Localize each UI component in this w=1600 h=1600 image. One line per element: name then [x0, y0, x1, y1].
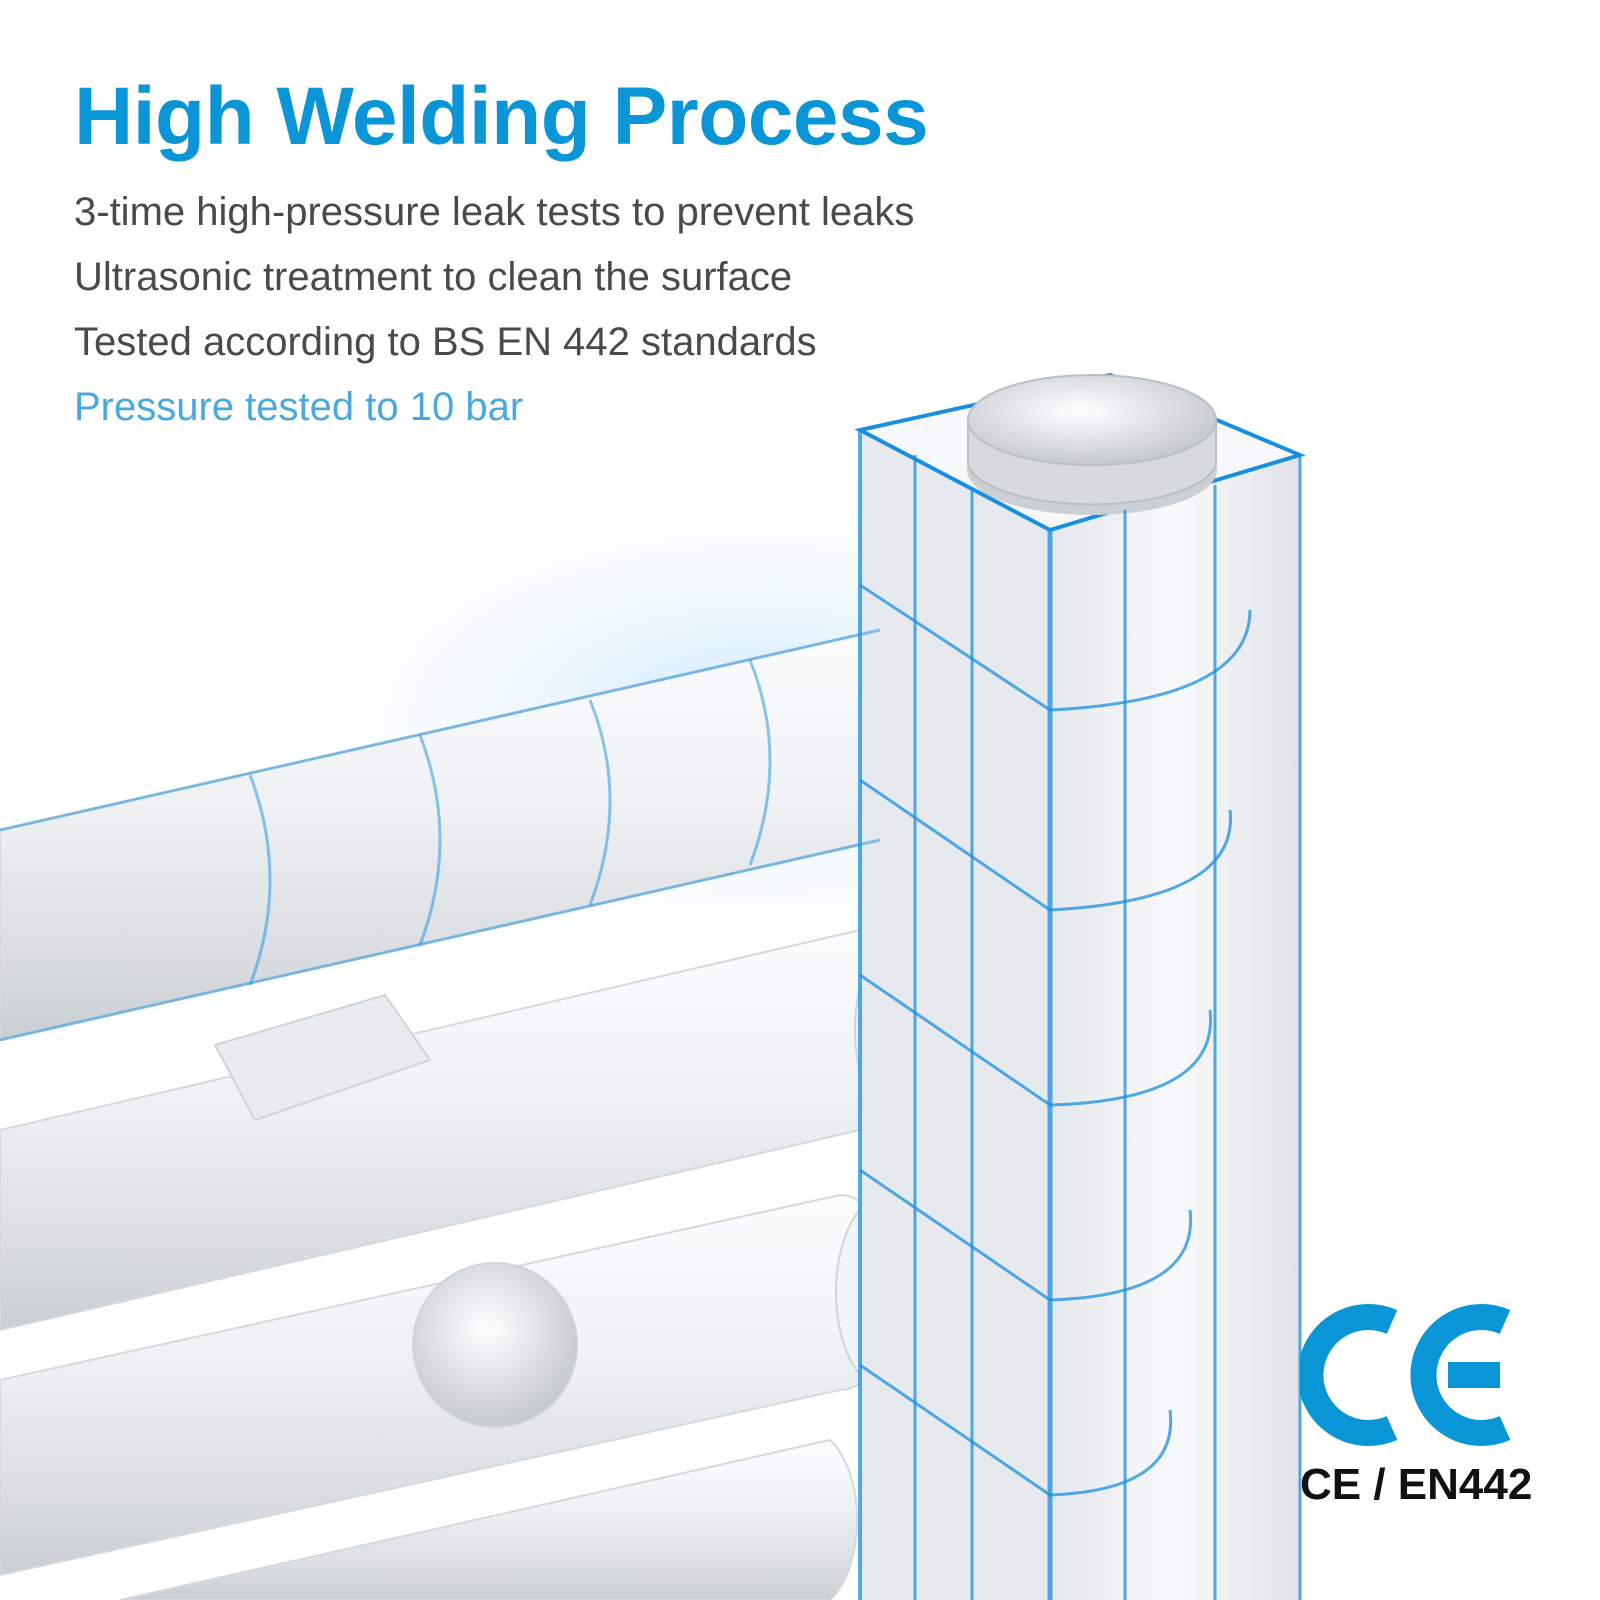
feature-item-pressure: Pressure tested to 10 bar [74, 385, 524, 429]
feature-item-leak-tests: 3-time high-pressure leak tests to preve… [74, 190, 915, 234]
bar-grid [0, 628, 881, 1042]
vertical-rail [854, 372, 1306, 1600]
headline-title: High Welding Process [74, 71, 929, 162]
bar-4 [119, 1438, 859, 1600]
bracket-pin [412, 1262, 578, 1428]
inspection-grid [858, 430, 1302, 1600]
feature-list: 3-time high-pressure leak tests to preve… [74, 180, 914, 440]
bracket-upper [213, 993, 432, 1122]
radiator-bars [0, 626, 994, 1600]
feature-item-ultrasonic: Ultrasonic treatment to clean the surfac… [74, 255, 793, 299]
ce-certification: CE / EN442 [1297, 1300, 1533, 1520]
wall-brackets [213, 993, 578, 1428]
feature-item-standards: Tested according to BS EN 442 standards [74, 320, 817, 364]
top-cap [967, 374, 1217, 515]
certification-caption: CE / EN442 [1300, 1460, 1533, 1509]
ce-mark-logo [1297, 1304, 1511, 1446]
